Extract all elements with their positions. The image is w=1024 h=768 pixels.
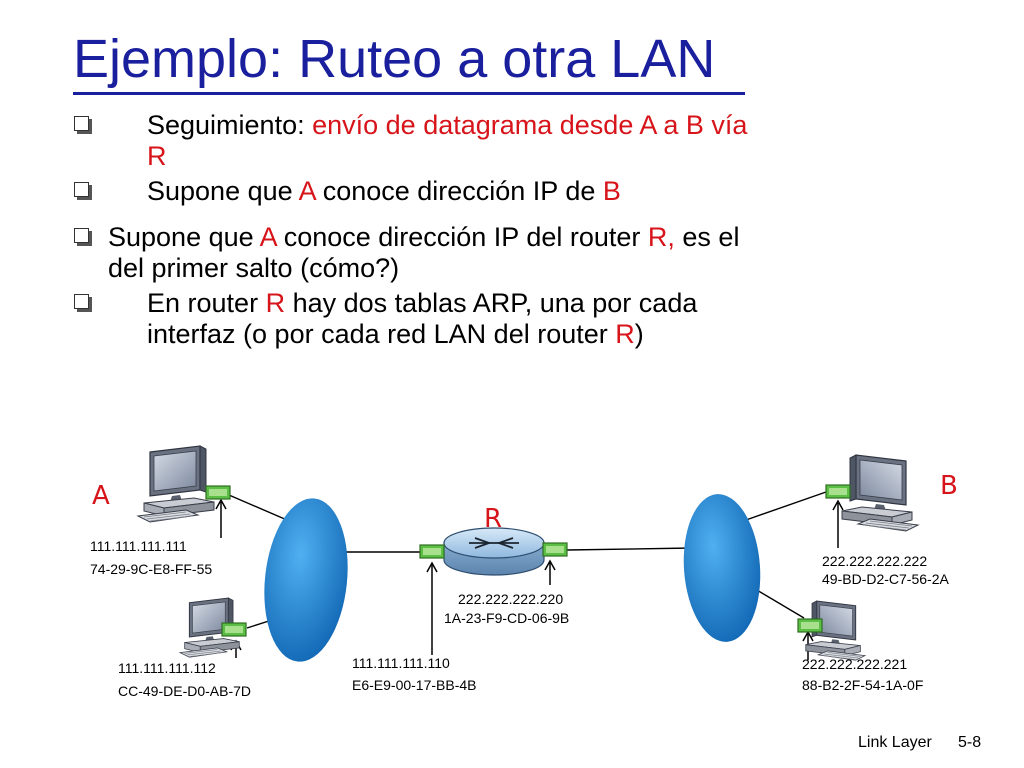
router-left-interface-icon xyxy=(419,544,445,559)
bullet-2-text-a: Supone que xyxy=(147,176,299,206)
lan-right-cloud xyxy=(683,494,761,642)
bullet-4-router: R xyxy=(265,288,286,318)
checkbox-bullet-icon xyxy=(74,294,89,309)
title-underline xyxy=(73,92,745,95)
host-b2-ip: 222.222.222.221 xyxy=(802,656,907,672)
router-right-interface-icon xyxy=(542,542,568,557)
bullet-1-line-2: R xyxy=(147,141,167,171)
router-left-mac: E6-E9-00-17-BB-4B xyxy=(352,677,477,693)
checkbox-bullet-icon xyxy=(74,116,89,131)
bullet-2-host-b: B xyxy=(602,176,621,206)
bullet-3-text-c: es el xyxy=(674,222,740,252)
checkbox-bullet-icon xyxy=(74,182,89,197)
footer-chapter: Link Layer xyxy=(858,734,932,751)
lan-left-cloud xyxy=(264,498,348,662)
bullet-3-text-a: Supone que xyxy=(108,222,260,252)
bullet-1-highlight: envío de datagrama desde A a B vía xyxy=(312,110,748,140)
host-a-ip: 111.111.111.111 xyxy=(90,538,187,554)
slide-title: Ejemplo: Ruteo a otra LAN xyxy=(73,29,716,89)
bullet-1-prefix: Seguimiento: xyxy=(147,110,313,140)
router-left-ip: 111.111.111.110 xyxy=(352,655,450,671)
host-a-label: A xyxy=(92,481,110,511)
host-b-ip: 222.222.222.222 xyxy=(822,553,927,569)
router-label: R xyxy=(484,504,502,534)
host-b-mac: 49-BD-D2-C7-56-2A xyxy=(822,571,949,587)
checkbox-bullet-icon xyxy=(74,228,89,243)
host-a2-interface-icon xyxy=(221,622,247,637)
router-right-ip: 222.222.222.220 xyxy=(458,591,563,607)
bullet-list: Seguimiento: envío de datagrama desde A … xyxy=(0,0,1024,360)
host-b-label: B xyxy=(940,471,958,501)
host-a-mac: 74-29-9C-E8-FF-55 xyxy=(90,561,212,577)
bullet-4-router-2: R xyxy=(615,319,635,349)
bullet-3-text-b: conoce dirección IP del router xyxy=(276,222,648,252)
host-b2-interface-icon xyxy=(797,618,823,633)
host-a-interface-icon xyxy=(205,485,231,500)
bullet-3-line-2: del primer salto (cómo?) xyxy=(108,253,400,283)
host-a-computer-icon xyxy=(137,445,215,523)
router-icon xyxy=(443,527,545,576)
bullet-2-host-a: A xyxy=(298,176,316,206)
host-b-computer-icon xyxy=(841,454,919,532)
host-b-interface-icon xyxy=(825,484,851,499)
host-a2-ip: 111.111.111.112 xyxy=(118,660,216,676)
bullet-4-text-b: hay dos tablas ARP, una por cada xyxy=(285,288,698,318)
bullet-4-text-a: En router xyxy=(147,288,266,318)
bullet-4-line-2: interfaz (o por cada red LAN del router xyxy=(147,319,616,349)
bullet-2-text-b: conoce dirección IP de xyxy=(315,176,603,206)
bullet-4-close-paren: ) xyxy=(634,319,644,349)
bullet-3-host-a: A xyxy=(259,222,277,252)
footer-page-number: 5-8 xyxy=(958,734,982,751)
host-b2-mac: 88-B2-2F-54-1A-0F xyxy=(802,677,923,693)
bullet-3-router: R, xyxy=(647,222,675,252)
host-a2-mac: CC-49-DE-D0-AB-7D xyxy=(118,683,251,699)
router-right-mac: 1A-23-F9-CD-06-9B xyxy=(444,610,569,626)
